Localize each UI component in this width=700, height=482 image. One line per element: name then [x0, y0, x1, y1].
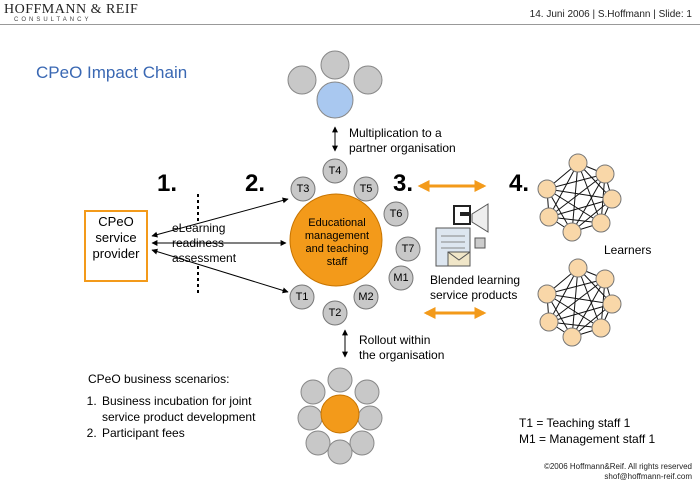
staff-label-t2: T2: [328, 307, 342, 319]
logo-sub-text: CONSULTANCY: [14, 17, 92, 23]
scenarios-title: CPeO business scenarios:: [88, 372, 230, 386]
legend-line: M1 = Management staff 1: [519, 432, 656, 446]
center-line: management: [304, 230, 370, 242]
readiness-assessment-label: eLearning readiness assessment: [172, 221, 236, 266]
staff-label-t7: T7: [401, 243, 415, 255]
staff-label-t5: T5: [359, 183, 373, 195]
footer-email: shof@hoffmann-reif.com: [604, 472, 692, 481]
multiplication-line: Multiplication to a: [349, 126, 442, 140]
learner-network-bottom: [537, 258, 622, 347]
staff-label-t6: T6: [389, 208, 403, 220]
logo-main-text: HOFFMANN & REIF: [4, 2, 139, 17]
blended-learning-label: Blended learning service products: [430, 273, 520, 303]
scenario-item: Business incubation for joint service pr…: [100, 393, 280, 425]
scenario-text: Business incubation for joint service pr…: [102, 394, 256, 424]
provider-link-bottom: [151, 248, 289, 294]
rollout-line: Rollout within: [359, 333, 431, 347]
step-1-number: 1.: [157, 170, 178, 197]
blended-line: Blended learning: [430, 273, 521, 287]
center-staff-label: Educational management and teaching staf…: [292, 217, 382, 269]
learners-label: Learners: [604, 243, 652, 257]
rollout-label: Rollout within the organisation: [359, 333, 444, 363]
footer: ©2006 Hoffmann&Reif. All rights reserved…: [544, 462, 692, 482]
scenario-text: Participant fees: [102, 426, 185, 440]
footer-copyright: ©2006 Hoffmann&Reif. All rights reserved: [543, 462, 692, 471]
business-scenarios: CPeO business scenarios: Business incuba…: [88, 371, 280, 441]
step-2-number: 2.: [245, 170, 266, 197]
step-4-number: 4.: [509, 170, 530, 197]
blended-line: service products: [430, 288, 518, 302]
cpeo-service-provider-box: CPeO service provider: [84, 210, 148, 282]
staff-circles: [289, 158, 421, 326]
scenario-item: Participant fees: [100, 425, 280, 441]
center-line: and teaching: [305, 243, 369, 255]
staff-label-t4: T4: [328, 165, 342, 177]
provider-link-top: [151, 197, 289, 238]
provider-line: CPeO: [98, 214, 134, 229]
staff-label-t3: T3: [296, 183, 310, 195]
company-logo: HOFFMANN & REIF CONSULTANCY: [4, 2, 139, 24]
multiplication-label: Multiplication to a partner organisation: [349, 126, 456, 156]
center-staff-circle: [289, 193, 383, 287]
staff-label-t1: T1: [295, 291, 309, 303]
step-3-number: 3.: [393, 170, 414, 197]
scenarios-list: Business incubation for joint service pr…: [88, 393, 280, 441]
blended-learning-products-icon: [435, 203, 489, 267]
rollout-line: the organisation: [359, 348, 445, 362]
provider-line: service: [95, 230, 137, 245]
assessment-line: assessment: [172, 251, 237, 265]
multiplication-line: partner organisation: [349, 141, 456, 155]
staff-label-m1: M1: [393, 272, 409, 284]
partner-organisation-cluster: [287, 50, 383, 119]
center-line: Educational: [308, 217, 366, 229]
slide-title: CPeO Impact Chain: [36, 63, 188, 82]
header-meta: 14. Juni 2006 | S.Hoffmann | Slide: 1: [529, 9, 692, 20]
provider-line: provider: [92, 246, 140, 261]
assessment-line: eLearning: [172, 221, 226, 235]
header-divider: [0, 24, 700, 25]
learner-network-top: [537, 153, 622, 242]
assessment-line: readiness: [172, 236, 225, 250]
staff-label-m2: M2: [358, 291, 374, 303]
staff-legend: T1 = Teaching staff 1 M1 = Management st…: [519, 415, 655, 447]
center-line: staff: [326, 256, 348, 268]
legend-line: T1 = Teaching staff 1: [519, 416, 631, 430]
organisation-cluster: [297, 367, 383, 465]
